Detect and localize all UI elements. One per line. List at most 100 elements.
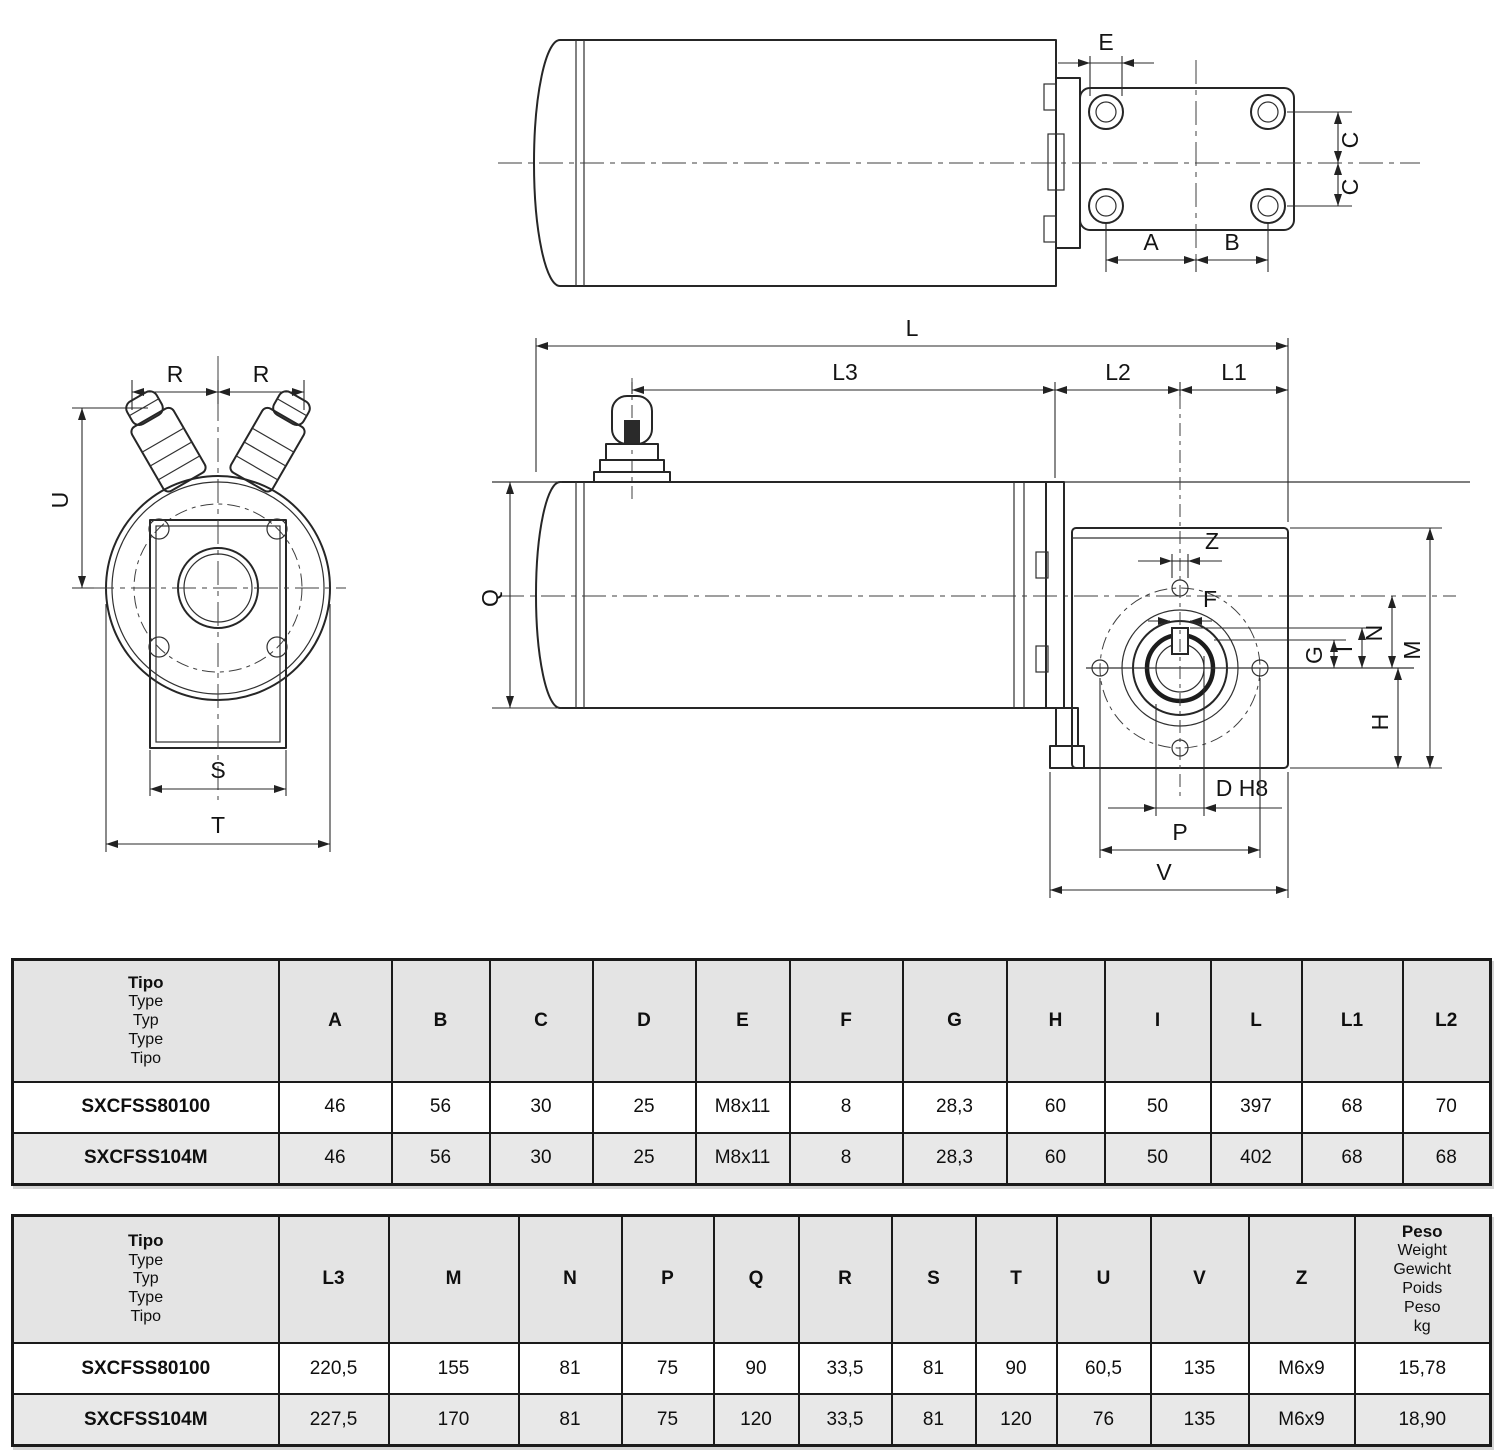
col-header: G bbox=[901, 958, 1008, 1083]
type-header-line: Tipo bbox=[127, 972, 164, 992]
value-cell: 28,3 bbox=[901, 1131, 1008, 1185]
col-header: A bbox=[277, 958, 393, 1083]
col-header: F bbox=[788, 958, 904, 1083]
value-cell: 30 bbox=[488, 1080, 594, 1134]
dim-label-u: U bbox=[47, 492, 73, 509]
dim-label-s: S bbox=[210, 757, 225, 783]
dim-label-c-top: C bbox=[1337, 132, 1363, 149]
value-cell: 33,5 bbox=[797, 1342, 893, 1395]
dim-label-n: N bbox=[1361, 625, 1387, 642]
value-cell: 135 bbox=[1149, 1342, 1250, 1395]
col-header: M bbox=[387, 1214, 520, 1344]
dim-a-b: A B bbox=[1105, 224, 1269, 272]
value-cell: M8x11 bbox=[694, 1131, 791, 1185]
type-cell: SXCFSS104M bbox=[11, 1393, 280, 1447]
table-row: SXCFSS80100 46 56 30 25 M8x11 8 28,3 60 … bbox=[11, 1080, 1492, 1134]
type-header-line: Type bbox=[128, 993, 164, 1011]
col-header: Z bbox=[1247, 1214, 1356, 1344]
dim-s: S bbox=[149, 750, 287, 796]
value-cell: 75 bbox=[620, 1342, 715, 1395]
weight-header-line: Weight bbox=[1397, 1242, 1447, 1260]
col-header: R bbox=[797, 1214, 893, 1344]
type-header-line: Tipo bbox=[130, 1308, 162, 1326]
motor-body-side-outline bbox=[492, 481, 1470, 709]
col-header: E bbox=[694, 958, 791, 1083]
type-header-line: Typ bbox=[132, 1011, 159, 1029]
view-top: E C C A B bbox=[498, 29, 1420, 287]
weight-cell: 18,90 bbox=[1353, 1393, 1492, 1447]
value-cell: 68 bbox=[1300, 1080, 1404, 1134]
value-cell: 227,5 bbox=[277, 1393, 390, 1447]
value-cell: 397 bbox=[1209, 1080, 1303, 1134]
value-cell: M6x9 bbox=[1247, 1342, 1356, 1395]
dim-label-i: I bbox=[1331, 646, 1357, 652]
value-cell: 81 bbox=[517, 1393, 623, 1447]
value-cell: 25 bbox=[591, 1080, 697, 1134]
weight-header-line: Poids bbox=[1402, 1279, 1443, 1297]
type-cell: SXCFSS80100 bbox=[11, 1080, 280, 1134]
col-header: L1 bbox=[1300, 958, 1404, 1083]
dim-r: R R bbox=[131, 361, 305, 410]
dimensions-table-1: Tipo Type Typ Type Tipo A B C D E F G H … bbox=[11, 958, 1492, 1186]
col-header: S bbox=[890, 1214, 977, 1344]
dim-label-a: A bbox=[1143, 229, 1159, 255]
value-cell: 30 bbox=[488, 1131, 594, 1185]
dim-q: Q bbox=[477, 482, 514, 708]
weight-cell: 15,78 bbox=[1353, 1342, 1492, 1395]
value-cell: 25 bbox=[591, 1131, 697, 1185]
value-cell: M8x11 bbox=[694, 1080, 791, 1134]
value-cell: 70 bbox=[1401, 1080, 1492, 1134]
col-header: Q bbox=[712, 1214, 800, 1344]
table-row: SXCFSS104M 227,5 170 81 75 120 33,5 81 1… bbox=[11, 1393, 1492, 1447]
value-cell: 60 bbox=[1005, 1131, 1106, 1185]
value-cell: 56 bbox=[390, 1080, 491, 1134]
dim-label-p: P bbox=[1172, 819, 1187, 845]
value-cell: 402 bbox=[1209, 1131, 1303, 1185]
weight-header-line: kg bbox=[1413, 1317, 1431, 1335]
dim-label-l1: L1 bbox=[1221, 359, 1247, 385]
type-header-line: Type bbox=[128, 1289, 164, 1307]
dim-c: C C bbox=[1287, 111, 1363, 207]
col-header: U bbox=[1055, 1214, 1152, 1344]
gearbox-side-outline bbox=[1071, 396, 1414, 800]
col-header: N bbox=[517, 1214, 623, 1344]
value-cell: 120 bbox=[712, 1393, 800, 1447]
value-cell: 28,3 bbox=[901, 1080, 1008, 1134]
col-header: L bbox=[1209, 958, 1303, 1083]
dim-label-c-bottom: C bbox=[1337, 179, 1363, 196]
dim-label-r-left: R bbox=[167, 361, 184, 387]
type-header-line: Typ bbox=[132, 1270, 159, 1288]
value-cell: 81 bbox=[517, 1342, 623, 1395]
view-side: L L3 L2 L1 Q Z F bbox=[477, 315, 1470, 898]
value-cell: 46 bbox=[277, 1080, 393, 1134]
dim-e: E bbox=[1058, 29, 1154, 96]
type-header-cell: Tipo Type Typ Type Tipo bbox=[11, 958, 280, 1083]
dim-f: F bbox=[1148, 586, 1217, 625]
technical-drawing: E C C A B bbox=[47, 29, 1470, 898]
value-cell: 50 bbox=[1103, 1131, 1212, 1185]
cable-gland-left bbox=[125, 390, 207, 493]
flange-circle-outline bbox=[90, 356, 346, 800]
table-row: SXCFSS104M 46 56 30 25 M8x11 8 28,3 60 5… bbox=[11, 1131, 1492, 1185]
dim-l: L bbox=[535, 315, 1289, 522]
dim-label-f: F bbox=[1203, 586, 1217, 612]
col-header: H bbox=[1005, 958, 1106, 1083]
dim-p: P bbox=[1099, 678, 1261, 858]
type-header-cell: Tipo Type Typ Type Tipo bbox=[11, 1214, 280, 1344]
cable-gland-right bbox=[229, 390, 311, 493]
dim-label-e: E bbox=[1098, 29, 1113, 55]
col-header: C bbox=[488, 958, 594, 1083]
value-cell: 50 bbox=[1103, 1080, 1212, 1134]
dimensions-table-2: Tipo Type Typ Type Tipo L3 M N P Q R S T… bbox=[11, 1213, 1492, 1447]
col-header: B bbox=[390, 958, 491, 1083]
value-cell: 60,5 bbox=[1055, 1342, 1152, 1395]
value-cell: 120 bbox=[974, 1393, 1058, 1447]
dim-label-l: L bbox=[906, 315, 919, 341]
value-cell: 90 bbox=[974, 1342, 1058, 1395]
dim-l3-l2-l1: L3 L2 L1 bbox=[631, 359, 1288, 478]
value-cell: 56 bbox=[390, 1131, 491, 1185]
value-cell: 46 bbox=[277, 1131, 393, 1185]
value-cell: 33,5 bbox=[797, 1393, 893, 1447]
dim-label-r-right: R bbox=[253, 361, 270, 387]
dim-right-stack: G I N H M bbox=[1190, 527, 1442, 769]
